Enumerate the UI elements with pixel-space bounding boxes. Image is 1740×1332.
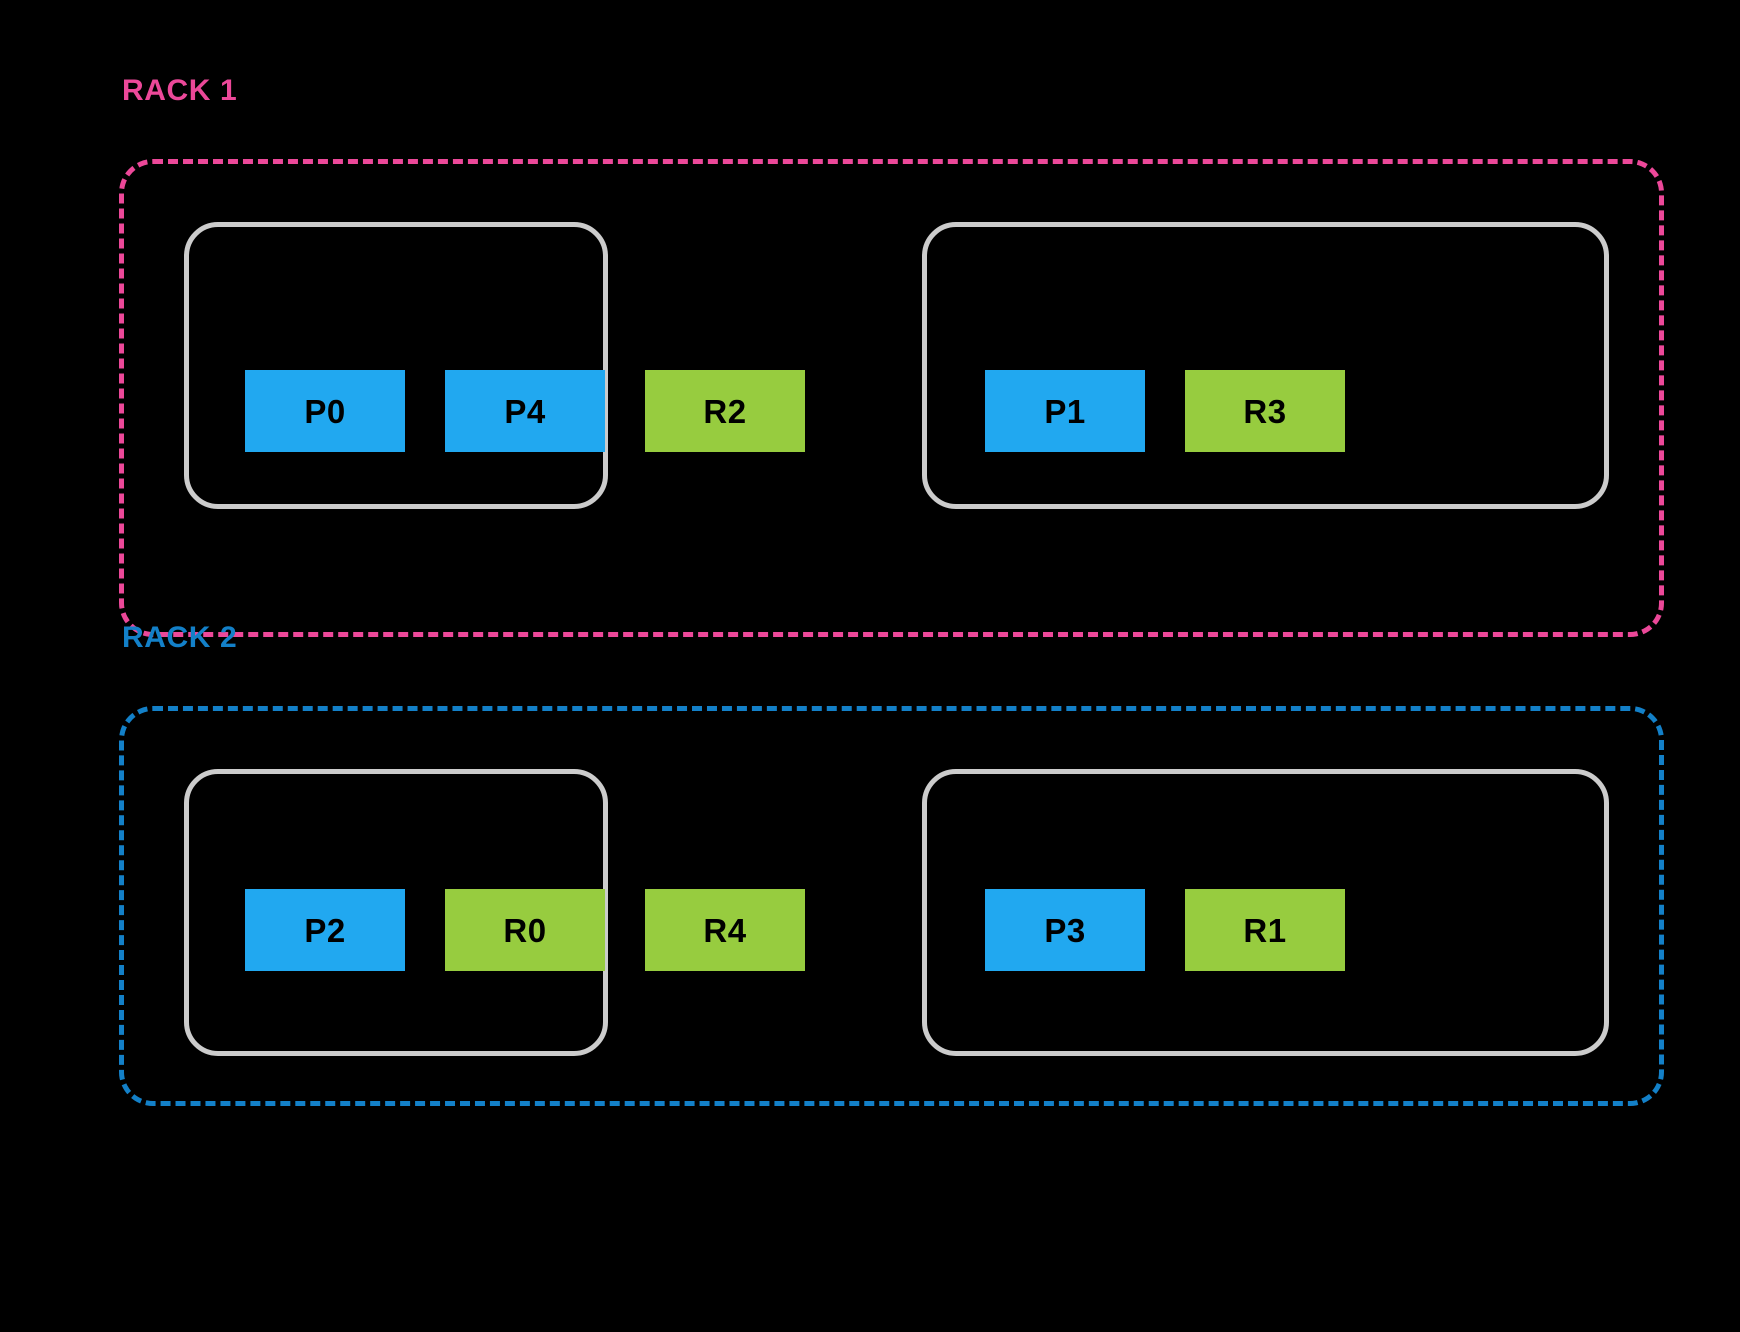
rack-1-node-2 [922,222,1609,509]
block-p4-label: P4 [504,392,546,430]
block-p3[interactable]: P3 [985,889,1145,971]
block-r0-label: R0 [503,911,547,949]
rack-1-label: RACK 1 [122,74,238,107]
block-p0-label: P0 [304,392,346,430]
block-r3[interactable]: R3 [1185,370,1345,452]
block-r1[interactable]: R1 [1185,889,1345,971]
block-p1-label: P1 [1044,392,1086,430]
block-p2-label: P2 [304,911,346,949]
block-r3-label: R3 [1243,392,1287,430]
block-r2-label: R2 [703,392,747,430]
rack-1-boundary: P0 P4 R2 P1 R3 [119,159,1664,637]
block-p3-label: P3 [1044,911,1086,949]
rack-2-node-2 [922,769,1609,1056]
block-r4-label: R4 [703,911,747,949]
block-r2[interactable]: R2 [645,370,805,452]
rack-2-node-1 [184,769,608,1056]
rack-2-boundary: P2 R0 R4 P3 R1 [119,706,1664,1106]
block-r1-label: R1 [1243,911,1287,949]
block-p2[interactable]: P2 [245,889,405,971]
rack-1-node-1 [184,222,608,509]
block-p4[interactable]: P4 [445,370,605,452]
rack-2-label: RACK 2 [122,621,238,654]
block-p0[interactable]: P0 [245,370,405,452]
block-p1[interactable]: P1 [985,370,1145,452]
block-r4[interactable]: R4 [645,889,805,971]
block-r0[interactable]: R0 [445,889,605,971]
